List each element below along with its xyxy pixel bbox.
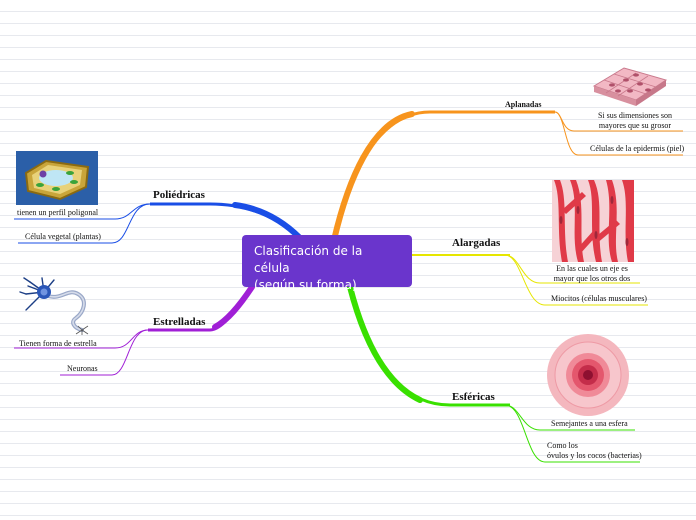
muscle-cells-image	[552, 180, 634, 262]
branch-alargadas[interactable]: Alargadas	[452, 237, 501, 249]
link-central-aplanadas	[332, 110, 555, 241]
esfericas-description: Semejantes a una esfera	[551, 419, 628, 428]
link-esfericas-example	[504, 404, 640, 463]
link-estrelladas-example	[60, 329, 149, 376]
branch-estrelladas[interactable]: Estrelladas	[153, 316, 206, 328]
link-alargadas-example	[504, 254, 648, 306]
branch-poliedricas[interactable]: Poliédricas	[153, 189, 205, 201]
poliedricas-example: Célula vegetal (plantas)	[25, 232, 101, 241]
link-aplanadas-example	[554, 111, 683, 156]
branch-esfericas[interactable]: Esféricas	[452, 391, 495, 403]
neuron-image	[18, 276, 100, 336]
central-topic[interactable]: Clasificación de la célula (según su for…	[242, 235, 412, 292]
epithelial-cells-image	[590, 60, 670, 106]
esfericas-example-line2: óvulos y los cocos (bacterias)	[547, 451, 642, 460]
alargadas-description: En las cuales un eje es mayor que los ot…	[548, 264, 636, 284]
alargadas-desc-line1: En las cuales un eje es	[556, 264, 628, 273]
ovum-cell-image	[546, 333, 630, 417]
aplanadas-desc-line1: Si sus dimensiones son	[597, 111, 672, 120]
aplanadas-description: Si sus dimensiones son mayores que su gr…	[587, 111, 683, 131]
poliedricas-description: tienen un perfil poligonal	[17, 208, 99, 217]
link-poliedricas-example	[18, 203, 151, 244]
branch-aplanadas[interactable]: Aplanadas	[505, 100, 542, 109]
aplanadas-example: Células de la epidermis (piel)	[590, 144, 685, 153]
plant-cell-image	[16, 151, 98, 205]
central-title-line1: Clasificación de la célula	[254, 244, 363, 275]
alargadas-example: Miocitos (células musculares)	[551, 294, 647, 303]
estrelladas-description: Tienen forma de estrella	[19, 339, 97, 348]
esfericas-example: Como los óvulos y los cocos (bacterias)	[547, 441, 642, 461]
alargadas-desc-line2: mayor que los otros dos	[553, 274, 631, 283]
central-title-line2: (según su forma)	[254, 278, 357, 292]
aplanadas-desc-line2: mayores que su grosor	[598, 121, 672, 130]
esfericas-example-line1: Como los	[547, 441, 578, 450]
estrelladas-example: Neuronas	[67, 364, 98, 373]
